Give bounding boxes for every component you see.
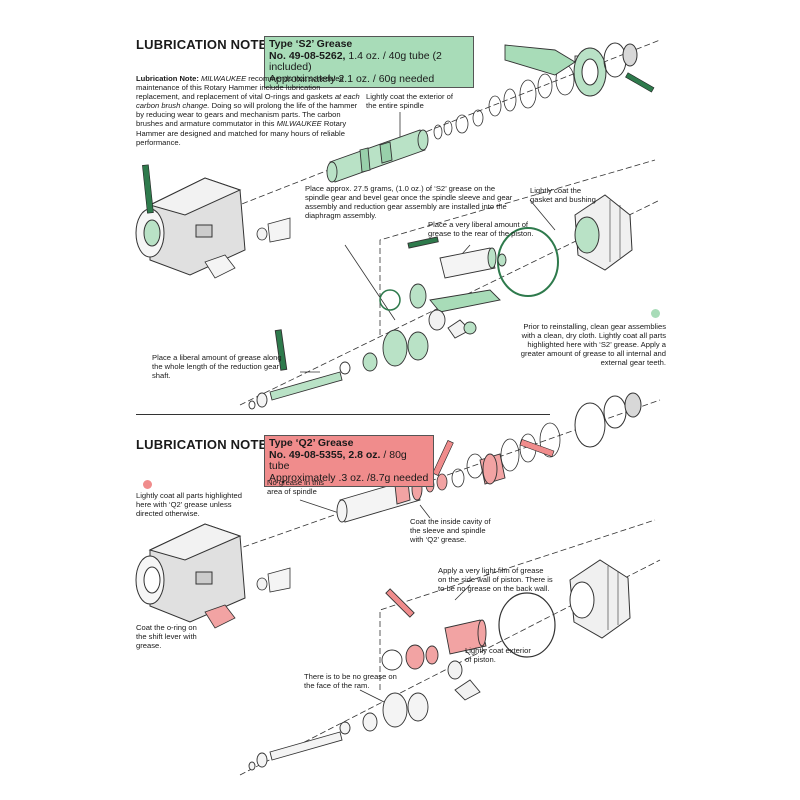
note-no-grease-spindle: No grease in this area of spindle bbox=[267, 478, 324, 496]
gasket-top bbox=[497, 227, 559, 297]
q2-amount: Approximately .3 oz. /8.7g needed bbox=[269, 471, 429, 484]
note-reduction-shaft: Place a liberal amount of grease along t… bbox=[152, 353, 282, 380]
q2-color-dot bbox=[143, 480, 152, 489]
diaphragm-top bbox=[574, 194, 633, 271]
spindle-bottom bbox=[336, 477, 423, 523]
s2-size: 1.4 oz. / 40g tube (2 included) bbox=[269, 49, 442, 73]
s2-part-number: No. 49-08-5262, bbox=[269, 49, 346, 62]
note-piston-film: Apply a very light film of grease on the… bbox=[438, 566, 553, 593]
gasket-bottom bbox=[498, 592, 556, 658]
note-gasket: Lightly coat the gasket and bushing bbox=[530, 186, 596, 204]
s2-grease-tube bbox=[504, 44, 584, 76]
q2-spec: No. 49-08-5355, 2.8 oz. / 80g tube bbox=[269, 448, 429, 473]
intro-italic-1: at each carbon brush change. bbox=[136, 92, 360, 111]
spindle-top bbox=[326, 129, 429, 183]
note-ram-face: There is to be no grease on the face of … bbox=[304, 672, 397, 690]
note-piston-exterior: Lightly coat exterior of piston. bbox=[465, 646, 531, 664]
note-piston-rear: Place a very liberal amount of grease to… bbox=[428, 220, 534, 238]
q2-size: / 80g tube bbox=[269, 448, 407, 472]
intro-italic-2: MILWAUKEE bbox=[276, 119, 322, 129]
reduction-gear-shaft bbox=[248, 371, 343, 410]
note-reinstall: Prior to reinstalling, clean gear assemb… bbox=[520, 322, 666, 367]
s2-grease-box: Type ‘S2’ Grease No. 49-08-5262, 1.4 oz.… bbox=[264, 36, 474, 88]
note-inside-cavity: Coat the inside cavity of the sleeve and… bbox=[410, 517, 491, 544]
s2-heading: LUBRICATION NOTES: bbox=[136, 37, 281, 52]
intro-brand: MILWAUKEE bbox=[200, 74, 247, 83]
sleeve-bottom bbox=[479, 453, 506, 485]
q2-heading: LUBRICATION NOTES: bbox=[136, 437, 281, 452]
note-spindle: Lightly coat the exterior of the entire … bbox=[366, 92, 453, 110]
s2-spec: No. 49-08-5262, 1.4 oz. / 40g tube (2 in… bbox=[269, 49, 469, 74]
s2-type: Type ‘S2’ Grease bbox=[269, 38, 353, 50]
note-q2-coat-parts: Lightly coat all parts highlighted here … bbox=[136, 491, 242, 518]
intro-text-1: recommends that scheduled maintenance of… bbox=[136, 74, 344, 102]
diaphragm-bottom bbox=[569, 559, 631, 639]
lubrication-intro: Lubrication Note: MILWAUKEE recommends t… bbox=[136, 74, 360, 147]
intro-text-2: Doing so will prolong the life of the ha… bbox=[136, 101, 358, 129]
q2-type: Type ‘Q2’ Grease bbox=[269, 437, 354, 449]
q2-part-number: No. 49-08-5355, 2.8 oz. bbox=[269, 448, 381, 461]
section-divider bbox=[136, 414, 550, 415]
s2-amount: Approximately 2.1 oz. / 60g needed bbox=[269, 72, 435, 85]
note-oring: Coat the o-ring on the shift lever with … bbox=[136, 623, 197, 650]
s2-color-dot bbox=[651, 309, 660, 318]
bevel-gear-bottom bbox=[574, 392, 642, 448]
piston-bottom bbox=[381, 588, 487, 701]
intro-text-3: Rotary Hammer are designed and matched f… bbox=[136, 119, 347, 147]
q2-grease-box: Type ‘Q2’ Grease No. 49-08-5355, 2.8 oz.… bbox=[264, 435, 434, 487]
note-place-grease: Place approx. 27.5 grams, (1.0 oz.) of ‘… bbox=[305, 184, 513, 220]
intro-label: Lubrication Note: bbox=[136, 74, 199, 83]
motor-housing-bottom bbox=[135, 523, 246, 623]
motor-housing-top bbox=[135, 177, 246, 276]
bevel-gear-top bbox=[573, 42, 638, 97]
